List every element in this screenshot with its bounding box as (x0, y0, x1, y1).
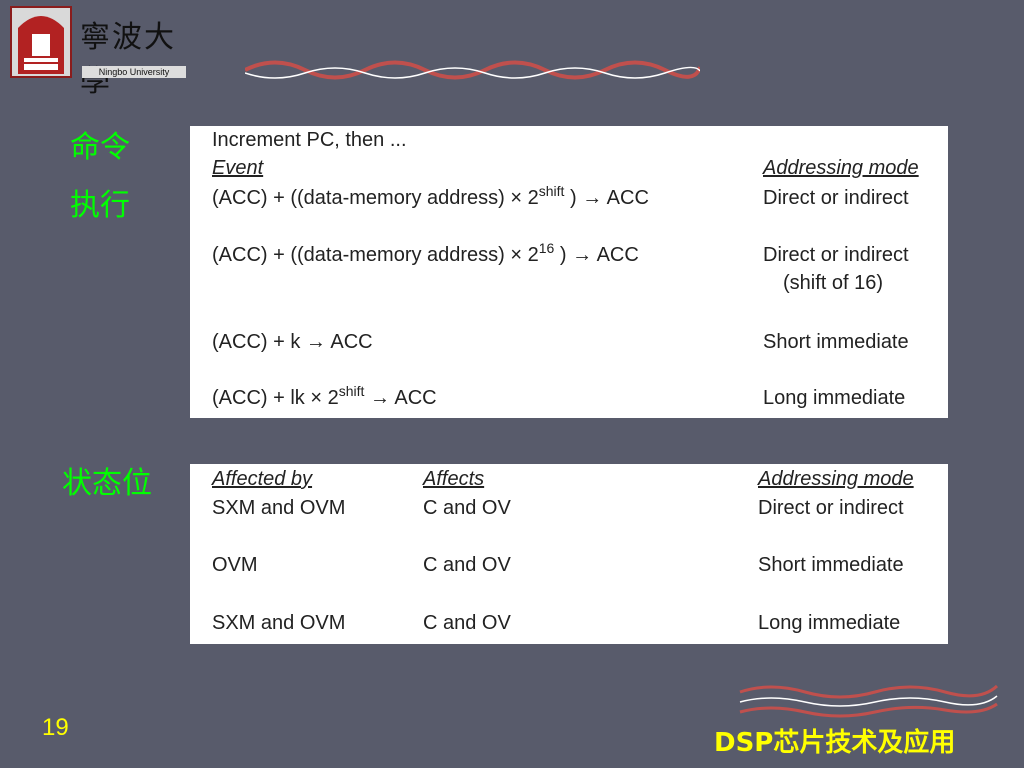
status-row-3-affected-by: SXM and OVM (212, 612, 346, 634)
status-row-2-mode: Short immediate (758, 554, 904, 576)
status-row-1-mode: Direct or indirect (758, 497, 904, 519)
status-row-1-affected-by: SXM and OVM (212, 497, 346, 519)
execution-table: Increment PC, then ... Event Addressing … (190, 126, 948, 418)
event-row-4: (ACC) + lk × 2shift → ACC (212, 383, 437, 409)
status-table: Affected by Affects Addressing mode SXM … (190, 464, 948, 644)
status-row-3-mode: Long immediate (758, 612, 901, 634)
header-addressing-mode: Addressing mode (763, 157, 919, 179)
status-row-1-affects: C and OV (423, 497, 511, 519)
mode-row-3: Short immediate (763, 331, 909, 353)
university-logo: 寧波大學 Ningbo University (10, 6, 190, 99)
label-execute: 执行 (70, 188, 130, 223)
status-row-2-affects: C and OV (423, 554, 511, 576)
event-row-3: (ACC) + k → ACC (212, 331, 373, 353)
label-status-bits: 状态位 (62, 466, 152, 501)
mode-row-1: Direct or indirect (763, 187, 909, 209)
mode-row-2-note: (shift of 16) (783, 272, 884, 294)
logo-subtitle: Ningbo University (82, 66, 186, 78)
slide-number: 19 (42, 714, 69, 741)
label-command: 命令 (70, 130, 130, 165)
status-row-2-affected-by: OVM (212, 554, 258, 576)
course-title: DSP芯片技术及应用 (714, 728, 956, 758)
header-affected-by: Affected by (212, 468, 313, 490)
wave-decoration-bottom (739, 684, 999, 718)
header-addressing-mode: Addressing mode (758, 468, 914, 490)
status-row-3-affects: C and OV (423, 612, 511, 634)
mode-row-4: Long immediate (763, 387, 906, 409)
university-emblem-icon (10, 6, 72, 78)
event-row-2: (ACC) + ((data-memory address) × 216 ) →… (212, 240, 639, 266)
mode-row-2: Direct or indirect (763, 244, 909, 266)
header-affects: Affects (423, 468, 485, 490)
table-intro: Increment PC, then ... (212, 129, 407, 151)
wave-decoration-top (245, 60, 700, 80)
logo-text: 寧波大學 (80, 20, 176, 99)
header-event: Event (212, 157, 264, 179)
event-row-1: (ACC) + ((data-memory address) × 2shift … (212, 183, 649, 209)
